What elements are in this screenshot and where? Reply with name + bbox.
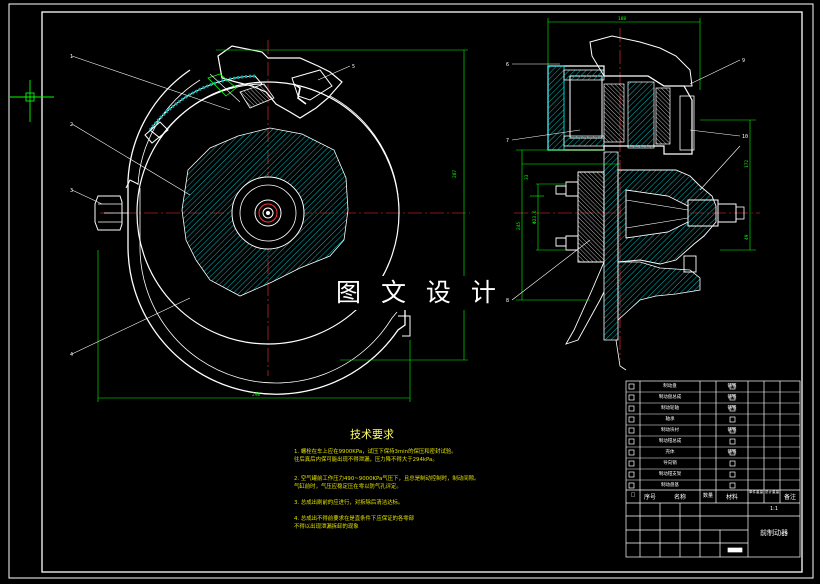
dim-side-left-2: Φ23.6 (532, 210, 538, 224)
drawing-name: 前制动器 (760, 529, 788, 537)
part-name: 导向销 (663, 461, 677, 466)
part-name: 制动轮轴 (661, 406, 679, 411)
part-name: 制动块衬 (661, 428, 679, 433)
header-index: 序号 (643, 494, 656, 501)
requirement-line: 气缸前时，气压应稳定压在零以防气孔评定。 (294, 484, 402, 490)
part-name: 制动盘基 (661, 483, 679, 488)
requirement-line: 3. 总成出刷前的应进行，对拆除后清洁达标。 (294, 500, 404, 506)
title-block (625, 380, 801, 558)
part-name: 制动盘 (663, 384, 677, 389)
watermark: 图 文 设 计 (336, 276, 496, 310)
header-unit-weight: 单件重量 (748, 490, 764, 494)
side-view: 6 7 8 9 10 (506, 18, 760, 371)
dim-side-top: 188 (618, 16, 626, 22)
svg-text:7: 7 (506, 138, 509, 144)
part-name: 制动钳支架 (658, 472, 682, 477)
dim-overall-width: 298 (252, 392, 260, 398)
svg-text:9: 9 (742, 58, 745, 64)
dim-side-right-2: 49 (744, 234, 750, 240)
svg-text:8: 8 (506, 298, 509, 304)
part-material: 铸铁 (727, 395, 737, 400)
parts-index-boxes (628, 383, 736, 489)
svg-text:2: 2 (70, 122, 73, 128)
part-material: 铸铁 (727, 450, 737, 455)
header-note: 备注 (783, 494, 796, 501)
svg-text:4: 4 (70, 352, 73, 358)
svg-text:3: 3 (70, 188, 73, 194)
requirement-line: 往后真后内保可能出现不得泄漏，压力降不得大于294kPa。 (294, 457, 438, 463)
svg-text:10: 10 (742, 134, 748, 140)
header-total-weight: 总计重量 (764, 490, 780, 494)
dim-side-left-1: 245 (516, 222, 522, 230)
front-view: 1 2 3 4 5 (70, 40, 470, 402)
header-index-box: □ (630, 492, 636, 498)
dim-overall-height: 287 (452, 170, 458, 178)
requirement-line: 2. 空气罐前工作压力490~9000KPa气压下，且总是制动控制时，制动间隙。 (294, 476, 480, 482)
svg-text:6: 6 (506, 62, 509, 68)
part-material: 铸铁 (727, 406, 737, 411)
inner-frame (41, 11, 803, 573)
crosshair-cursor (10, 80, 54, 122)
header-name: 名称 (673, 494, 686, 501)
drawing-scale: 1:1 (769, 506, 779, 512)
part-material: 铸铁 (727, 384, 737, 389)
part-name: 壳体 (665, 450, 675, 455)
svg-text:1: 1 (70, 54, 73, 60)
title-block-rows (626, 391, 800, 481)
outer-frame (8, 3, 814, 579)
requirement-line: 4. 总成出不得前要求在是直条件下应保证的各零部 (294, 516, 415, 522)
header-material: 材料 (725, 494, 738, 501)
requirement-line: 不得以出现泄漏拆卸的现象 (294, 524, 359, 530)
header-qty: 数量 (702, 493, 713, 499)
svg-text:5: 5 (352, 64, 355, 70)
requirement-line: 1. 螺栓在车上应在9900KPa，试压下保持3min的保压和密封试验。 (294, 449, 457, 455)
dim-side-left-3: 33 (524, 174, 530, 180)
part-name: 制动盘总成 (658, 395, 682, 400)
requirements-title: 技术要求 (350, 428, 394, 441)
part-name: 轴承 (665, 417, 675, 422)
part-material: 铸铁 (727, 428, 737, 433)
part-name: 制动钳总成 (658, 439, 682, 444)
dim-side-right-1: 172 (744, 160, 750, 168)
